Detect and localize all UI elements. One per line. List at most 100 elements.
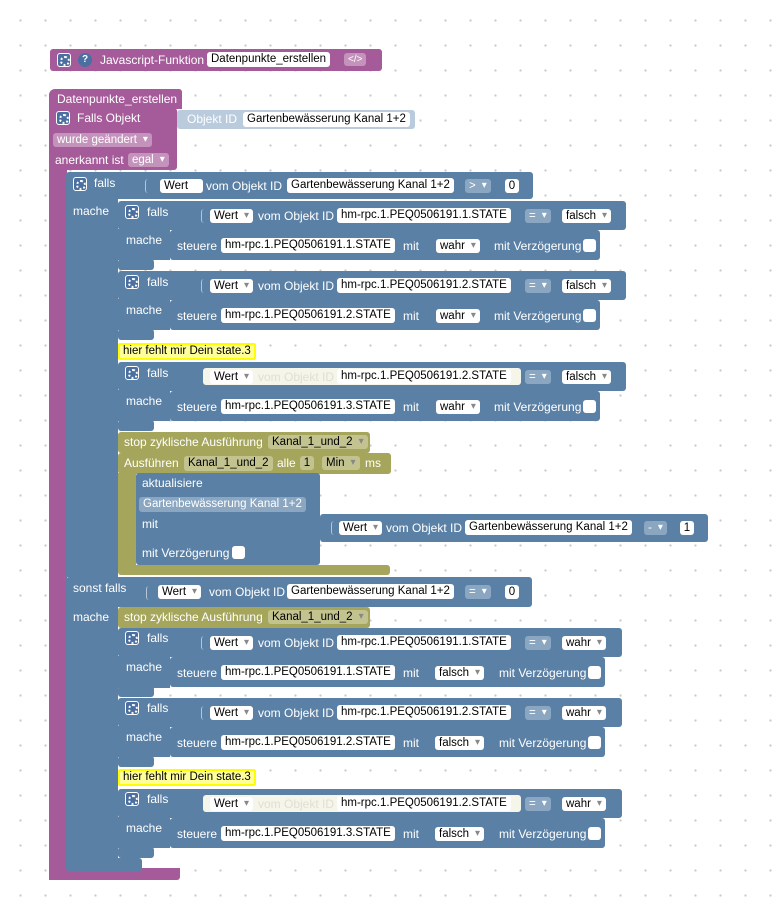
object-id-field[interactable]: Gartenbewässerung Kanal 1+2 bbox=[243, 112, 410, 127]
else-if-block-3[interactable]: falls Wert vom Objekt ID hm-rpc.1.PEQ050… bbox=[118, 789, 622, 818]
compare-op-dropdown[interactable]: = bbox=[525, 706, 551, 720]
gear-icon[interactable] bbox=[125, 205, 139, 219]
value-type-dropdown[interactable]: Wert bbox=[210, 797, 254, 811]
bool-value-dropdown[interactable]: falsch bbox=[562, 279, 612, 293]
compare-op-dropdown[interactable]: = bbox=[465, 585, 491, 599]
exec-block[interactable]: Ausführen Kanal_1_und_2 alle 1 Min ms bbox=[118, 453, 391, 474]
value-type-dropdown[interactable]: Wert bbox=[210, 370, 254, 384]
bool-value-dropdown[interactable]: falsch bbox=[562, 370, 612, 384]
unit-dropdown[interactable]: Min bbox=[322, 456, 360, 470]
exec-name-field[interactable]: Kanal_1_und_2 bbox=[184, 456, 273, 471]
compare-value[interactable]: 0 bbox=[505, 179, 519, 193]
control-block-1[interactable]: steuere hm-rpc.1.PEQ0506191.1.STATE mit … bbox=[170, 230, 600, 260]
value-type-dropdown[interactable]: Wert bbox=[210, 706, 254, 720]
else-if-row[interactable]: sonst falls Wert vom Objekt ID Gartenbew… bbox=[66, 577, 532, 607]
ack-dropdown[interactable]: egal bbox=[128, 153, 169, 167]
stop-cyclic-name-dropdown[interactable]: Kanal_1_und_2 bbox=[268, 435, 368, 449]
delay-checkbox[interactable] bbox=[583, 309, 596, 322]
set-object-field[interactable]: hm-rpc.1.PEQ0506191.1.STATE bbox=[221, 238, 395, 253]
object-id-field[interactable]: hm-rpc.1.PEQ0506191.2.STATE bbox=[337, 278, 511, 293]
interval-number[interactable]: 1 bbox=[300, 456, 314, 470]
if-block-2[interactable]: falls Wert vom Objekt ID hm-rpc.1.PEQ050… bbox=[118, 271, 626, 300]
set-object-field[interactable]: hm-rpc.1.PEQ0506191.2.STATE bbox=[221, 308, 395, 323]
value-type-dropdown[interactable]: Wert bbox=[160, 179, 204, 193]
object-id-field[interactable]: Gartenbewässerung Kanal 1+2 bbox=[465, 520, 632, 535]
trigger-event-dropdown[interactable]: wurde geändert bbox=[53, 133, 152, 147]
object-id-field[interactable]: hm-rpc.1.PEQ0506191.1.STATE bbox=[337, 208, 511, 223]
delay-checkbox[interactable] bbox=[588, 827, 601, 840]
gear-icon[interactable] bbox=[125, 275, 139, 289]
if-block-3[interactable]: falls Wert vom Objekt ID hm-rpc.1.PEQ050… bbox=[118, 362, 626, 391]
set-value-dropdown[interactable]: wahr bbox=[436, 309, 480, 323]
math-expression-block[interactable]: Wert vom Objekt ID Gartenbewässerung Kan… bbox=[320, 514, 708, 542]
help-icon[interactable]: ? bbox=[78, 53, 92, 67]
else-if-block-1[interactable]: falls Wert vom Objekt ID hm-rpc.1.PEQ050… bbox=[118, 628, 622, 657]
set-object-field[interactable]: hm-rpc.1.PEQ0506191.3.STATE bbox=[221, 826, 395, 841]
gear-icon[interactable] bbox=[56, 111, 70, 125]
bool-value-dropdown[interactable]: wahr bbox=[562, 797, 606, 811]
stop-cyclic-block-2[interactable]: stop zyklische Ausführung Kanal_1_und_2 bbox=[118, 607, 370, 628]
value-type-dropdown[interactable]: Wert bbox=[339, 521, 383, 535]
compare-op-dropdown[interactable]: = bbox=[525, 636, 551, 650]
object-id-field[interactable]: hm-rpc.1.PEQ0506191.2.STATE bbox=[337, 705, 511, 720]
compare-op-dropdown[interactable]: > bbox=[465, 179, 491, 193]
compare-value[interactable]: 0 bbox=[505, 585, 519, 599]
gear-icon[interactable] bbox=[57, 53, 71, 67]
set-object-field[interactable]: hm-rpc.1.PEQ0506191.3.STATE bbox=[221, 399, 395, 414]
delay-checkbox[interactable] bbox=[583, 400, 596, 413]
bool-value-dropdown[interactable]: wahr bbox=[562, 636, 606, 650]
trigger-block[interactable]: Falls Objekt wurde geändert anerkannt is… bbox=[49, 108, 177, 170]
function-name-field[interactable]: Datenpunkte_erstellen bbox=[207, 52, 331, 67]
update-object-field[interactable]: Gartenbewässerung Kanal 1+2 bbox=[139, 497, 306, 512]
stop-cyclic-block-1[interactable]: stop zyklische Ausführung Kanal_1_und_2 bbox=[118, 432, 370, 453]
object-id-field[interactable]: hm-rpc.1.PEQ0506191.2.STATE bbox=[337, 369, 511, 384]
value-type-dropdown[interactable]: Wert bbox=[210, 636, 254, 650]
compare-op-dropdown[interactable]: = bbox=[525, 370, 551, 384]
value-type-dropdown[interactable]: Wert bbox=[210, 209, 254, 223]
object-id-field[interactable]: Gartenbewässerung Kanal 1+2 bbox=[287, 178, 454, 193]
delay-checkbox[interactable] bbox=[588, 736, 601, 749]
delay-checkbox[interactable] bbox=[232, 546, 245, 559]
gear-icon[interactable] bbox=[125, 631, 139, 645]
if-block-1[interactable]: falls Wert vom Objekt ID hm-rpc.1.PEQ050… bbox=[118, 201, 626, 230]
bool-value-dropdown[interactable]: falsch bbox=[562, 209, 612, 223]
object-id-field[interactable]: hm-rpc.1.PEQ0506191.1.STATE bbox=[337, 635, 511, 650]
set-value-dropdown[interactable]: falsch bbox=[435, 827, 485, 841]
set-object-field[interactable]: hm-rpc.1.PEQ0506191.2.STATE bbox=[221, 735, 395, 750]
gear-icon[interactable] bbox=[125, 366, 139, 380]
bool-value-dropdown[interactable]: wahr bbox=[562, 706, 606, 720]
javascript-function-block[interactable]: ? Javascript-Funktion Datenpunkte_erstel… bbox=[50, 49, 382, 71]
control-block-c2[interactable]: steuere hm-rpc.1.PEQ0506191.2.STATE mit … bbox=[170, 727, 605, 757]
control-block-c1[interactable]: steuere hm-rpc.1.PEQ0506191.1.STATE mit … bbox=[170, 657, 605, 687]
math-value[interactable]: 1 bbox=[680, 521, 694, 535]
delay-checkbox[interactable] bbox=[588, 666, 601, 679]
function-def-block[interactable]: Datenpunkte_erstellen bbox=[49, 89, 182, 109]
set-value-dropdown[interactable]: wahr bbox=[436, 239, 480, 253]
object-id-field[interactable]: hm-rpc.1.PEQ0506191.2.STATE bbox=[337, 796, 511, 811]
set-object-field[interactable]: hm-rpc.1.PEQ0506191.1.STATE bbox=[221, 665, 395, 680]
else-if-block-2[interactable]: falls Wert vom Objekt ID hm-rpc.1.PEQ050… bbox=[118, 698, 622, 727]
stop-cyclic-name-dropdown[interactable]: Kanal_1_und_2 bbox=[268, 610, 368, 624]
gear-icon[interactable] bbox=[73, 177, 87, 191]
compare-op-dropdown[interactable]: = bbox=[525, 797, 551, 811]
code-button[interactable]: </> bbox=[344, 53, 367, 66]
math-op-dropdown[interactable]: - bbox=[644, 521, 667, 535]
value-type-dropdown[interactable]: Wert bbox=[210, 279, 254, 293]
delay-checkbox[interactable] bbox=[583, 239, 596, 252]
gear-icon[interactable] bbox=[125, 792, 139, 806]
comment-note[interactable]: hier fehlt mir Dein state.3 bbox=[118, 769, 256, 786]
set-value-dropdown[interactable]: falsch bbox=[435, 666, 485, 680]
control-block-3[interactable]: steuere hm-rpc.1.PEQ0506191.3.STATE mit … bbox=[170, 391, 600, 421]
main-if-block[interactable]: falls Wert vom Objekt ID Gartenbewässeru… bbox=[66, 172, 533, 199]
comment-note[interactable]: hier fehlt mir Dein state.3 bbox=[118, 343, 256, 360]
object-id-block[interactable]: Objekt ID Gartenbewässerung Kanal 1+2 bbox=[177, 110, 415, 129]
value-type-dropdown[interactable]: Wert bbox=[158, 585, 202, 599]
object-id-field[interactable]: Gartenbewässerung Kanal 1+2 bbox=[287, 584, 454, 599]
update-block[interactable]: aktualisiere Gartenbewässerung Kanal 1+2… bbox=[136, 473, 320, 565]
set-value-dropdown[interactable]: wahr bbox=[436, 400, 480, 414]
control-block-2[interactable]: steuere hm-rpc.1.PEQ0506191.2.STATE mit … bbox=[170, 300, 600, 330]
control-block-c3[interactable]: steuere hm-rpc.1.PEQ0506191.3.STATE mit … bbox=[170, 818, 605, 848]
compare-op-dropdown[interactable]: = bbox=[525, 209, 551, 223]
set-value-dropdown[interactable]: falsch bbox=[435, 736, 485, 750]
compare-op-dropdown[interactable]: = bbox=[525, 279, 551, 293]
